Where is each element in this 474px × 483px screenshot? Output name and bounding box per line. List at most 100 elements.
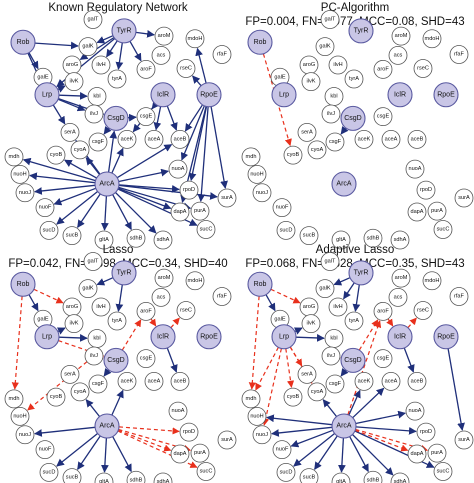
node-label-galK: galK [319,44,330,50]
node-circle-ilvK [64,72,84,92]
node-circle-TyrR [111,18,137,44]
node-circle-cyoB [46,145,66,165]
node-sucB: sucB [299,468,319,483]
node-circle-sucD [39,220,59,240]
node-label-CsgD: CsgD [107,357,125,364]
node-label-aceB: aceB [411,136,424,142]
edge-ArcA-cyoA [85,157,101,176]
node-label-gltA: gltA [99,479,109,483]
node-label-cyoB: cyoB [287,152,300,158]
false-edge-ArcA-rpoD [118,426,180,435]
false-edge-ArcA-purA [355,428,429,452]
node-rpoD: rpoD [179,422,199,442]
node-label-galT: galT [325,259,336,265]
node-label-serA: serA [64,371,76,377]
false-edge-ArcA-dapA [354,429,409,452]
node-mdoH: mdoH [422,271,442,291]
node-rseC: rseC [413,59,433,78]
node-label-galK: galK [82,44,93,50]
node-label-nuoA: nuoA [408,166,421,172]
edge-RpoE-purA [197,106,209,202]
node-gltA: gltA [94,230,114,250]
node-circle-tyrA [107,311,127,331]
node-circle-CsgD [103,105,129,131]
edge-TyrR-ilvH [343,282,355,300]
node-label-nuoA: nuoA [171,408,184,414]
node-circle-IclR [387,82,413,108]
node-circle-aroM [391,26,411,46]
node-label-nuoH: nuoH [250,171,263,177]
node-ilvH: ilvH [91,297,111,317]
node-nuoF: nuoF [272,198,292,218]
node-ArcA: ArcA [331,171,357,197]
node-Rob: Rob [247,29,273,55]
node-label-sucC: sucC [437,469,450,475]
node-label-IclR: IclR [394,333,406,340]
node-circle-rfaF [212,287,232,306]
edge-ArcA-aceB [116,144,173,179]
node-circle-aceB [170,129,190,149]
node-label-ilvK: ilvK [69,321,78,327]
node-circle-cyoB [283,387,303,407]
node-CsgD: CsgD [103,347,129,373]
edge-Lrp-kbl [58,92,88,100]
node-circle-sucD [39,462,59,482]
edge-ArcA-rpoD [355,426,417,435]
node-label-ArcA: ArcA [336,423,352,430]
node-circle-galK [78,37,98,57]
edge-ArcA-aceK [111,389,124,416]
node-label-sdhB: sdhB [367,477,380,483]
node-circle-Rob [10,271,36,297]
node-circle-ilvK [64,314,84,334]
node-circle-ilvK [301,72,321,92]
edge-ArcA-nuoF [53,187,97,206]
node-circle-ArcA [94,413,120,439]
node-circle-aroM [391,268,411,288]
node-sucB: sucB [62,468,82,483]
node-label-cyoB: cyoB [287,394,300,400]
node-cyoB: cyoB [283,145,303,165]
node-label-TyrR: TyrR [117,269,132,276]
edge-ArcA-CsgD [107,130,118,173]
node-rseC: rseC [176,59,196,78]
false-edge-Rob-mdh [248,296,260,390]
node-label-csgF: csgF [92,139,105,145]
node-TyrR: TyrR [111,18,137,44]
node-label-ilvH: ilvH [96,304,105,310]
node-ilvJ: ilvJ [84,104,104,124]
node-circle-serA [297,122,317,142]
node-label-IclR: IclR [157,333,169,340]
node-sdhB: sdhB [363,470,383,483]
edge-IclR-csgE [151,100,160,110]
node-label-csgF: csgF [92,381,105,387]
node-label-serA: serA [64,129,76,135]
node-label-sucB: sucB [303,475,316,481]
node-label-rfaF: rfaF [454,294,465,300]
edge-ArcA-cyoA [322,399,338,418]
node-circle-nuoJ [15,183,35,203]
node-circle-gltA [94,230,114,250]
edge-TyrR-galK [96,35,114,44]
node-galT: galT [83,10,103,29]
edge-RpoE-aceB [184,104,204,132]
node-nuoA: nuoA [405,159,425,179]
node-aroF: aroF [373,59,393,79]
node-circle-sdhB [126,228,146,248]
node-label-rpoD: rpoD [183,429,195,435]
node-circle-surA [217,430,237,450]
panel-title: PC-Algorithm [321,2,389,14]
node-circle-sdhB [363,228,383,248]
node-rfaF: rfaF [212,45,232,64]
edge-Rob-galK [34,41,79,50]
node-aroF: aroF [373,301,393,321]
node-label-ilvK: ilvK [306,79,315,85]
node-label-tyrA: tyrA [349,76,359,82]
node-cyoB: cyoB [46,387,66,407]
node-ilvK: ilvK [301,314,321,334]
node-circle-aroM [154,26,174,46]
node-label-sdhB: sdhB [130,477,143,483]
edge-Lrp-ilvK [56,85,66,93]
node-circle-tyrA [107,69,127,89]
node-galK: galK [78,279,98,299]
